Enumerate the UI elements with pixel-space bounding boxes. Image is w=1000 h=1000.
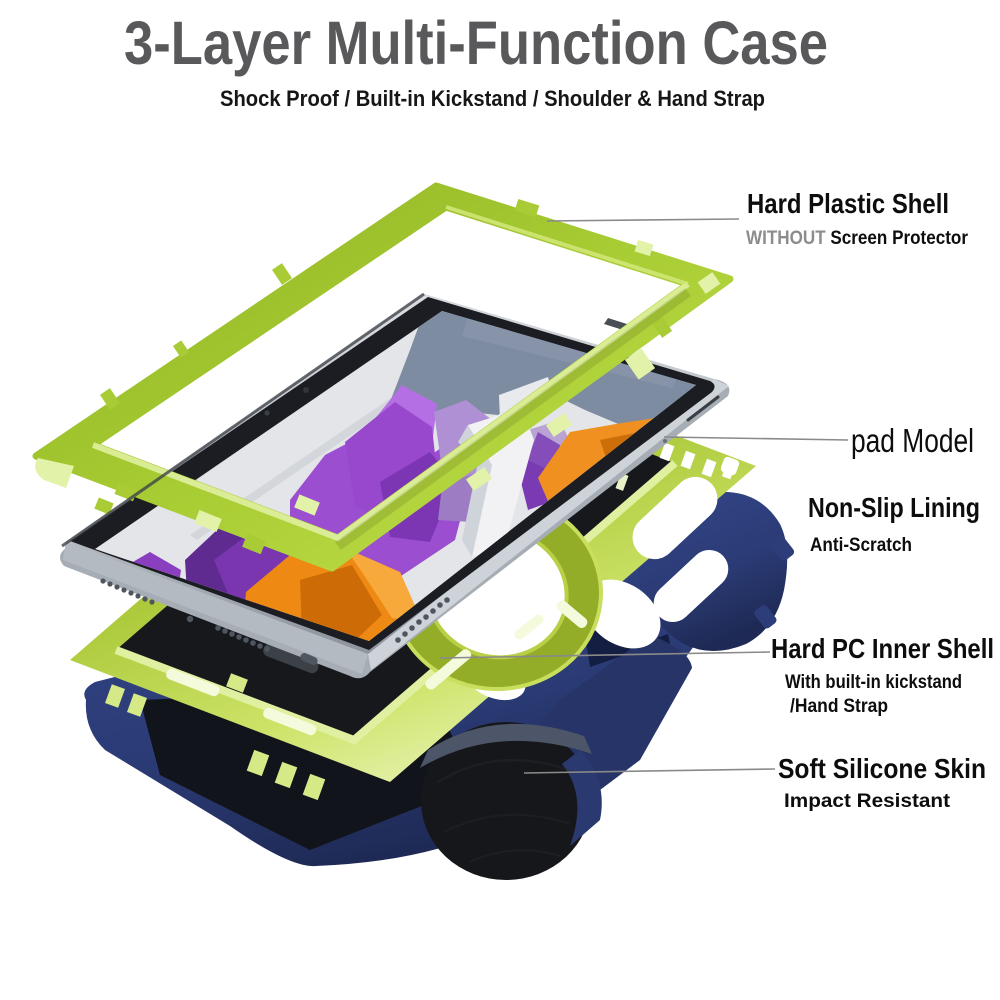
svg-text:Soft Silicone Skin: Soft Silicone Skin (778, 753, 986, 784)
svg-text:Impact Resistant: Impact Resistant (784, 791, 951, 812)
svg-text:pad Model: pad Model (851, 422, 974, 459)
svg-text:Hard Plastic Shell: Hard Plastic Shell (747, 188, 949, 219)
svg-text:Shock Proof / Built-in Kicksta: Shock Proof / Built-in Kickstand / Shoul… (220, 86, 765, 111)
svg-text:3-Layer Multi-Function Case: 3-Layer Multi-Function Case (124, 9, 828, 77)
svg-text:/Hand Strap: /Hand Strap (790, 696, 888, 717)
svg-text:Hard PC Inner Shell: Hard PC Inner Shell (771, 633, 994, 664)
svg-text:With built-in kickstand: With built-in kickstand (785, 672, 962, 693)
svg-text:Non-Slip Lining: Non-Slip Lining (808, 492, 980, 523)
svg-text:Anti-Scratch: Anti-Scratch (810, 535, 912, 556)
svg-text:WITHOUT Screen Protector: WITHOUT Screen Protector (746, 228, 969, 249)
